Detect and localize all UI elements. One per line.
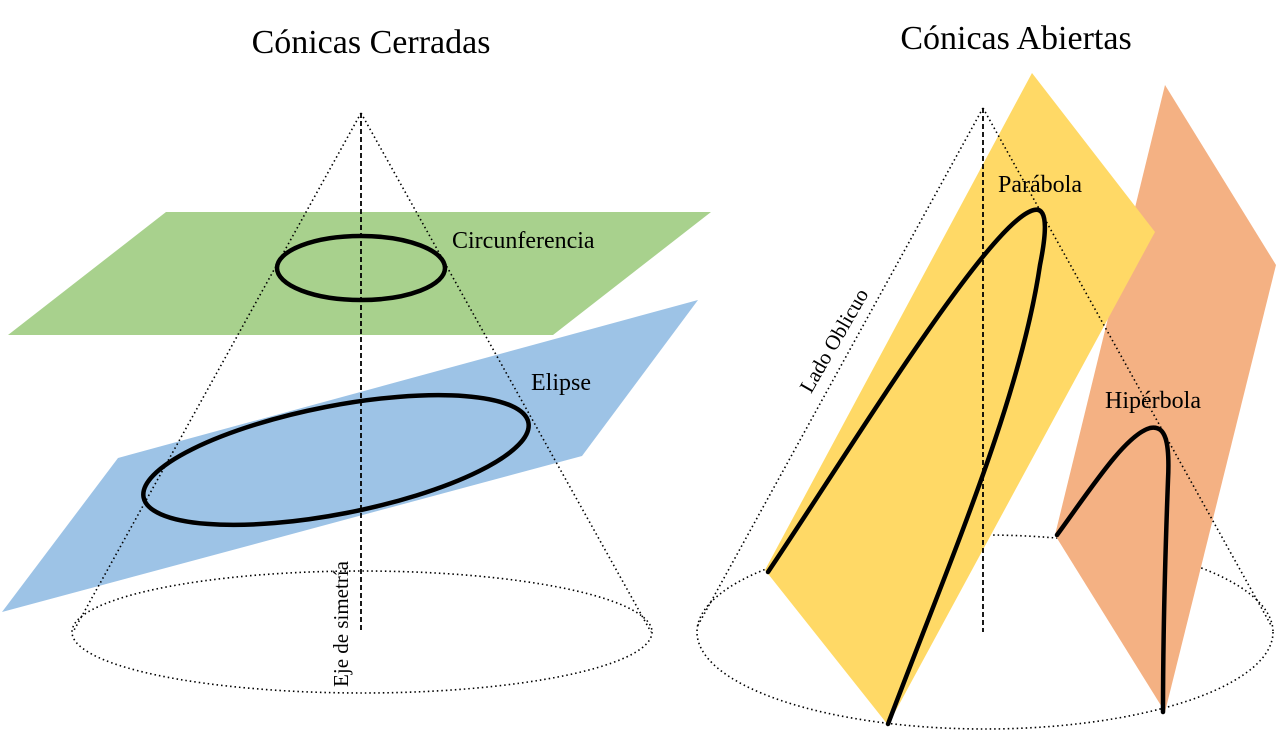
circumference-plane xyxy=(8,212,711,335)
circumference-label: Circunferencia xyxy=(452,228,595,254)
right-cone-side-right xyxy=(982,107,1273,628)
hyperbola-plane xyxy=(1055,85,1276,712)
closed-conics-title: Cónicas Cerradas xyxy=(252,24,491,61)
slant-side-label: Lado Oblicuo xyxy=(795,284,874,397)
hyperbola-curve xyxy=(1054,425,1171,715)
hyperbola-label: Hipérbola xyxy=(1105,388,1201,414)
parabola-label: Parábola xyxy=(998,172,1082,198)
ellipse-plane xyxy=(2,300,698,612)
circumference-curve xyxy=(274,233,448,303)
open-conics-figure: Cónicas Abiertas Parábola Hipérbola Lado… xyxy=(696,20,1276,730)
ellipse-label: Elipse xyxy=(531,370,591,396)
left-cone-side-right xyxy=(360,112,652,633)
symmetry-axis-label: Eje de simetría xyxy=(329,560,353,687)
parabola-curve xyxy=(765,207,1048,727)
open-conics-title: Cónicas Abiertas xyxy=(900,20,1131,57)
closed-conics-figure: Cónicas Cerradas Circunferencia Elipse E… xyxy=(2,24,711,694)
left-cone-base xyxy=(71,570,653,694)
parabola-plane xyxy=(765,73,1155,725)
ellipse-curve xyxy=(141,392,531,528)
